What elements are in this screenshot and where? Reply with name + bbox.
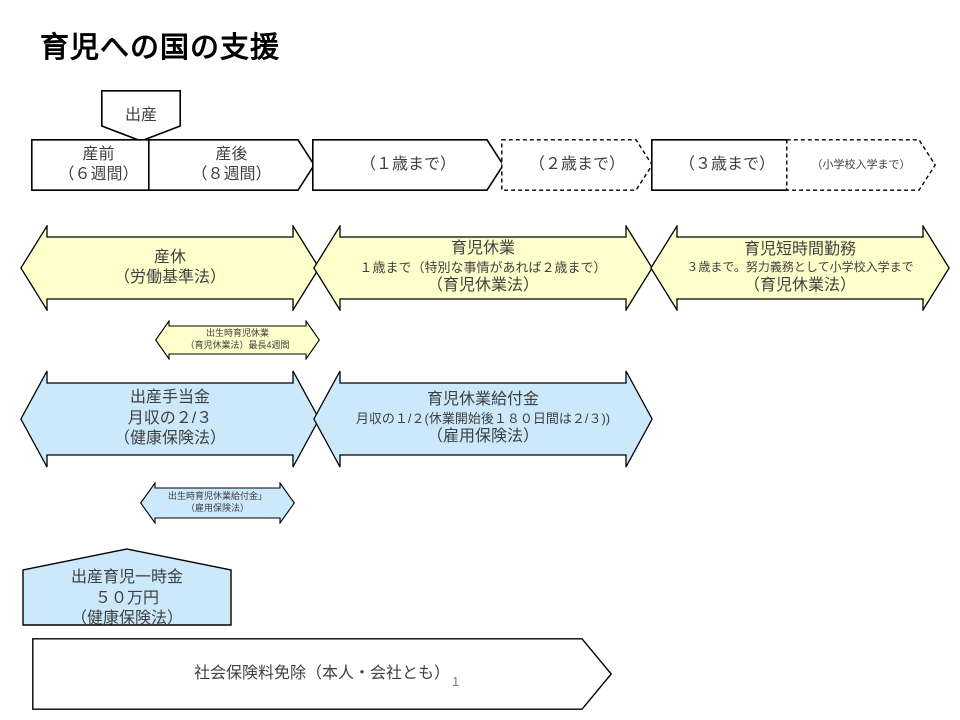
benefit-childcare-leave-benefit[interactable]: 育児休業給付金 月収の１/２(休業開始後１８０日間は２/３)) （雇用保険法） [313, 370, 653, 468]
timeline-segment-sango[interactable]: 産後 （８週間） [148, 139, 315, 191]
leave-maternity-leave[interactable]: 産休 （労働基準法） [20, 225, 320, 311]
benefit-postnatal-paternity-benefit[interactable]: 出生時育児休業給付金」 （雇用保険法） [140, 482, 295, 524]
birth-marker: 出産 [101, 90, 181, 142]
timeline-segment-sanzen[interactable]: 産前 （６週間） [31, 139, 166, 191]
leave-short-time-work[interactable]: 育児短時間勤務 ３歳まで。努力義務として小学校入学まで （育児休業法） [650, 225, 950, 311]
benefit-lump-sum[interactable]: 出産育児一時金 ５０万円 （健康保険法） [22, 548, 232, 627]
timeline-segment-until-age-3[interactable]: （３歳まで） [651, 139, 803, 191]
timeline-segment-until-age-2[interactable]: （２歳まで） [501, 139, 653, 191]
leave-postnatal-paternity-leave[interactable]: 出生時育児休業 （育児休業法）最長4週間 [155, 320, 320, 360]
page-title: 育児への国の支援 [40, 32, 281, 64]
bottom-bar-social-insurance-exemption[interactable]: 社会保険料免除（本人・会社とも） [32, 638, 612, 710]
benefit-maternity-allowance[interactable]: 出産手当金 月収の２/３ （健康保険法） [20, 370, 320, 468]
leave-childcare-leave[interactable]: 育児休業 １歳まで（特別な事情があれば２歳まで） （育児休業法） [313, 225, 653, 311]
page-number: 1 [452, 674, 460, 689]
timeline-segment-until-age-1[interactable]: （１歳まで） [312, 139, 504, 191]
timeline-segment-until-elementary[interactable]: （小学校入学まで） [786, 139, 936, 191]
